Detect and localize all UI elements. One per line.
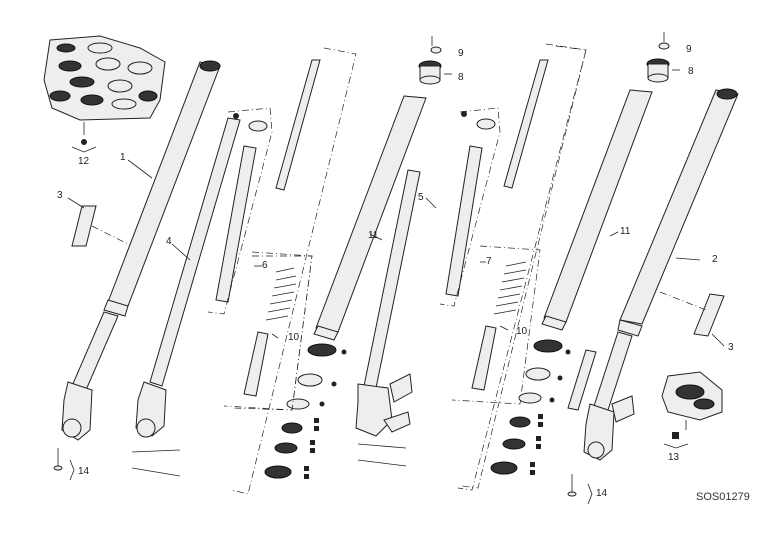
square-marker-icon: [538, 414, 543, 419]
round-marker-icon: [549, 397, 555, 403]
callout-6: 6: [262, 260, 268, 271]
cartridge-6: [207, 59, 321, 315]
round-marker-icon: [81, 139, 87, 145]
frame-11-right: [461, 45, 587, 489]
tube-4: [135, 117, 241, 438]
square-marker-icon: [536, 444, 541, 449]
slider-5: [355, 169, 421, 437]
screw-14-right: [567, 474, 593, 505]
callout-11-left: 11: [368, 230, 379, 241]
square-marker-icon: [538, 422, 543, 427]
callout-3-left: 3: [57, 190, 63, 201]
square-marker-icon: [310, 448, 315, 453]
round-marker-icon: [233, 113, 239, 119]
square-marker-icon: [530, 462, 535, 467]
callout-9-right: 9: [686, 44, 692, 55]
callout-1: 1: [120, 152, 126, 163]
square-marker-icon: [310, 440, 315, 445]
callout-14-right: 14: [596, 488, 608, 499]
callout-3-right: 3: [728, 342, 734, 353]
square-marker-icon: [536, 436, 541, 441]
round-marker-icon: [341, 349, 347, 355]
sleeve-3-right: [659, 291, 725, 337]
top-cap-8-left: [418, 36, 442, 85]
callout-11-right: 11: [620, 226, 631, 237]
round-marker-icon: [565, 349, 571, 355]
screw-14-left: [53, 448, 75, 481]
callout-5: 5: [418, 192, 424, 203]
frame-11-left: [231, 47, 357, 495]
top-cap-8-right: [646, 32, 670, 83]
sleeve-3-left: [71, 205, 129, 247]
callout-4: 4: [166, 236, 172, 247]
callout-8-right: 8: [688, 66, 694, 77]
frame-10-left-inner: [231, 255, 313, 411]
washer-stack-right: [490, 339, 563, 475]
square-marker-icon: [672, 432, 679, 439]
drawing-code: SOS01279: [696, 491, 750, 503]
slider-right: [567, 349, 597, 411]
outer-tube-11-left: [313, 95, 427, 341]
square-marker-icon: [304, 474, 309, 479]
callout-7: 7: [486, 256, 492, 267]
callout-10-left: 10: [288, 332, 300, 343]
round-marker-icon: [319, 401, 325, 407]
fork-leg-1: [61, 60, 221, 441]
callout-10-right: 10: [516, 326, 528, 337]
cartridge-7: [439, 59, 549, 307]
callout-14-left: 14: [78, 466, 90, 477]
round-marker-icon: [331, 381, 337, 387]
square-marker-icon: [304, 466, 309, 471]
seal-kit-12: [43, 35, 166, 153]
callout-2: 2: [712, 254, 718, 265]
seal-kit-13: [661, 371, 723, 449]
square-marker-icon: [314, 418, 319, 423]
round-marker-icon: [557, 375, 563, 381]
callout-12: 12: [78, 156, 90, 167]
fork-leg-2: [583, 88, 739, 461]
spring-10-left: [223, 251, 313, 411]
square-marker-icon: [530, 470, 535, 475]
callout-8-left: 8: [458, 72, 464, 83]
washer-stack-left: [264, 343, 337, 479]
callout-13: 13: [668, 452, 680, 463]
callout-9-left: 9: [458, 48, 464, 59]
outer-tube-11-right: [541, 89, 653, 331]
spring-10-right: [451, 245, 541, 405]
round-marker-icon: [461, 111, 467, 117]
square-marker-icon: [314, 426, 319, 431]
